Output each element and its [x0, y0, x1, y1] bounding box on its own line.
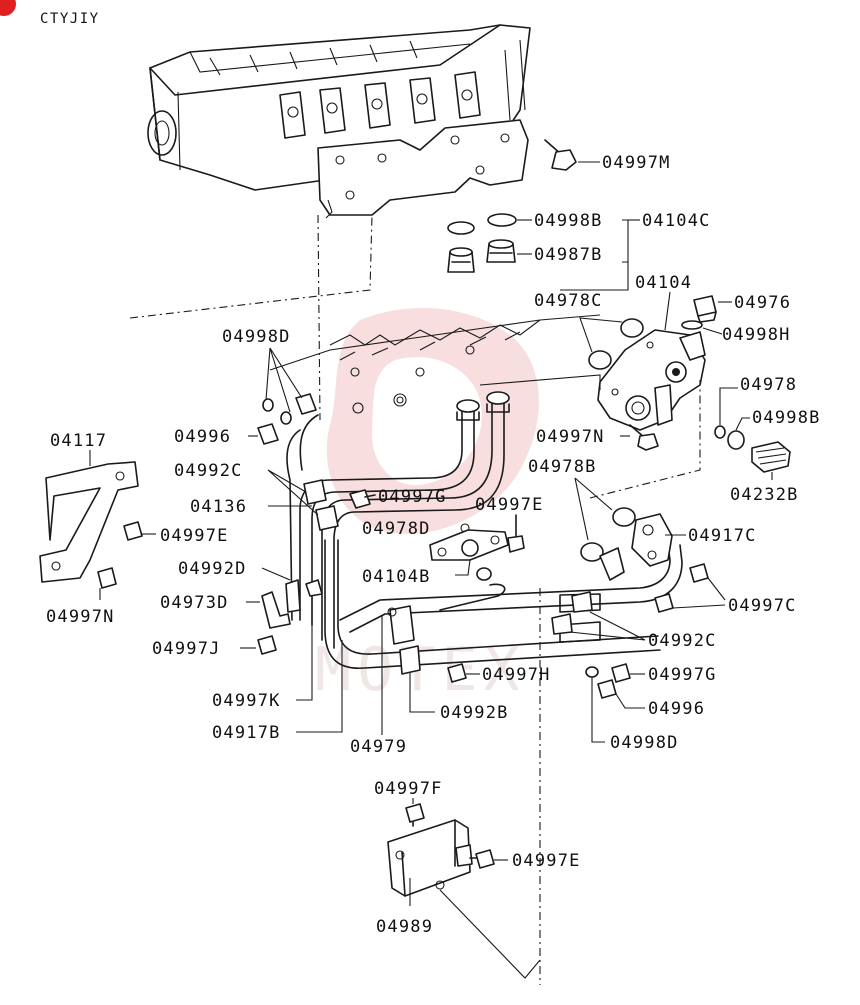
bolt-04997E-left — [123, 521, 143, 541]
label-04998B-right: 04998B — [752, 408, 821, 428]
label-04136: 04136 — [190, 497, 247, 517]
label-04998H: 04998H — [722, 325, 791, 345]
bolt-04997N-mid — [629, 424, 659, 451]
label-04232B: 04232B — [730, 485, 799, 505]
label-04997F: 04997F — [374, 779, 443, 799]
label-04992C-left: 04992C — [174, 461, 243, 481]
bolt-04997E-bottom — [469, 849, 495, 869]
label-04973D: 04973D — [160, 593, 229, 613]
engine-block — [147, 24, 531, 191]
label-04997E-mid: 04997E — [475, 495, 544, 515]
bracket-04117 — [39, 461, 139, 583]
page-badge — [0, 0, 16, 16]
bolts-right-lower — [585, 663, 631, 699]
clamp-04992B — [387, 605, 421, 675]
clamp-04992C-left — [303, 479, 339, 531]
label-04996-left: 04996 — [174, 427, 231, 447]
label-04979: 04979 — [350, 737, 407, 757]
oring-04978C-a — [620, 318, 644, 338]
label-04104B: 04104B — [362, 567, 431, 587]
diagram-code: CTYJIY — [40, 11, 100, 27]
cooler-bracket-plate — [317, 119, 529, 219]
label-04104C: 04104C — [642, 211, 711, 231]
label-04987B: 04987B — [534, 245, 603, 265]
label-04917B: 04917B — [212, 723, 281, 743]
clamp-04992C-right — [551, 591, 593, 635]
label-04997G-right: 04997G — [648, 665, 717, 685]
oring-04998B-right — [727, 430, 745, 450]
label-04997N-left: 04997N — [46, 607, 115, 627]
bolt-04997F — [405, 803, 425, 827]
oring-04978 — [714, 425, 726, 439]
label-04978B: 04978B — [528, 457, 597, 477]
label-04992C-right: 04992C — [648, 631, 717, 651]
flange-04104B — [429, 529, 509, 561]
label-04997E-left: 04997E — [160, 526, 229, 546]
engine-lower-case — [269, 314, 601, 414]
bolt-04997E-mid — [507, 514, 525, 553]
bracket-04973D — [261, 591, 291, 629]
centerline-b — [129, 214, 373, 319]
bolt-04997J — [257, 635, 277, 655]
bolt-04997H — [447, 663, 467, 683]
label-04117: 04117 — [50, 431, 107, 451]
bolt-04997K — [305, 579, 323, 597]
filter-adaptor-04104 — [597, 329, 706, 431]
oring-04978B-b — [580, 542, 604, 562]
plug-04976 — [681, 295, 717, 330]
label-04104: 04104 — [635, 273, 692, 293]
leader-to-pipes — [439, 889, 541, 979]
label-04997K: 04997K — [212, 691, 281, 711]
label-04998D-bottom: 04998D — [610, 733, 679, 753]
clamp-04992D — [285, 579, 301, 613]
label-04978: 04978 — [740, 375, 797, 395]
label-04997N-mid: 04997N — [536, 427, 605, 447]
oring-04978C-b — [588, 350, 612, 370]
small-pipe — [439, 583, 506, 611]
label-04978C: 04978C — [534, 291, 603, 311]
union-and-orings — [447, 213, 517, 273]
oring-04978B-a — [612, 507, 636, 527]
sender-04232B — [751, 441, 791, 473]
bolts-upper-left — [257, 393, 317, 445]
label-04997C: 04997C — [728, 596, 797, 616]
label-04998D-top: 04998D — [222, 327, 291, 347]
centerline-d — [589, 380, 701, 499]
label-04917C: 04917C — [688, 526, 757, 546]
label-04997J: 04997J — [152, 639, 221, 659]
label-04997M: 04997M — [602, 153, 671, 173]
oring-04104B — [476, 567, 492, 581]
label-04998B-top: 04998B — [534, 211, 603, 231]
label-04992B: 04992B — [440, 703, 509, 723]
watermark-logo — [326, 308, 539, 534]
bolt-04997M — [544, 139, 577, 171]
bolt-04997N-left — [97, 567, 117, 589]
label-04989: 04989 — [376, 917, 433, 937]
label-04978D: 04978D — [362, 519, 431, 539]
label-04976: 04976 — [734, 293, 791, 313]
centerline-a — [317, 214, 321, 421]
label-04997H: 04997H — [482, 665, 551, 685]
label-04997E-bottom: 04997E — [512, 851, 581, 871]
label-04996-right: 04996 — [648, 699, 705, 719]
label-04992D: 04992D — [178, 559, 247, 579]
bolt-04997G-mid — [349, 489, 376, 509]
oil-pipes — [286, 391, 683, 670]
label-04997G-mid: 04997G — [378, 487, 447, 507]
bracket-04989 — [387, 819, 473, 897]
